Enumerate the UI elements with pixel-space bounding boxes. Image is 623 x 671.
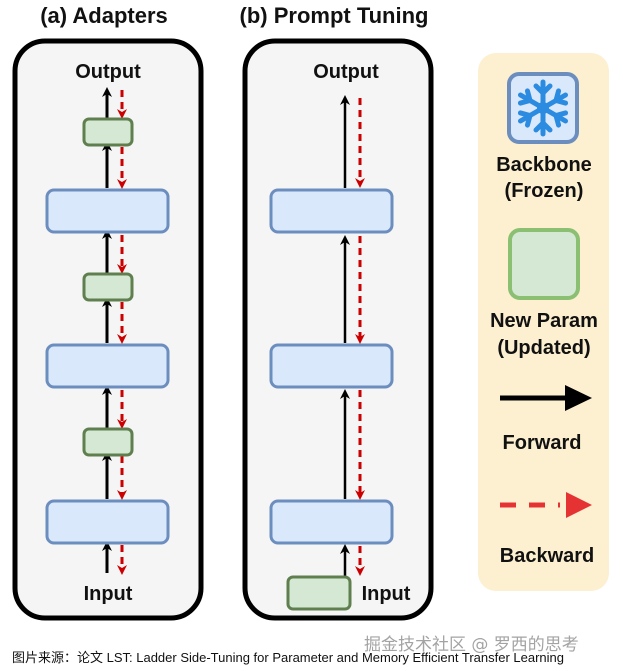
panel-b-frame: [242, 38, 434, 621]
legend-newparam-sublabel: (Updated): [497, 337, 590, 359]
panel-prompt-tuning: Output Input: [242, 38, 434, 621]
backbone-layer: [269, 188, 394, 234]
panel-a-input-label: Input: [84, 583, 133, 605]
backbone-layer: [45, 188, 170, 234]
prompt-param-block: [286, 575, 352, 611]
watermark: 掘金技术社区 @ 罗西的思考: [364, 635, 579, 655]
legend-backbone-sublabel: (Frozen): [505, 180, 584, 202]
panel-a-title: (a) Adapters: [40, 3, 168, 28]
backbone-layer: [269, 499, 394, 545]
panel-a-output-label: Output: [75, 61, 141, 83]
backbone-layer: [45, 499, 170, 545]
snowflake-icon: [517, 79, 569, 134]
legend-newparam-label: New Param: [490, 310, 598, 332]
panel-b-input-label: Input: [362, 583, 411, 605]
adapter-block: [82, 272, 134, 302]
backbone-layer: [269, 343, 394, 389]
legend-backward-label: Backward: [500, 545, 595, 567]
adapter-block: [82, 427, 134, 457]
legend-forward-label: Forward: [503, 432, 582, 454]
panel-b-title: (b) Prompt Tuning: [240, 3, 429, 28]
legend: Backbone (Frozen) New Param (Updated) Fo…: [478, 53, 609, 591]
legend-background: [478, 53, 609, 591]
new-param-swatch: [508, 228, 580, 300]
adapter-block: [82, 117, 134, 147]
legend-backward-arrowhead: [566, 492, 592, 518]
panel-b-output-label: Output: [313, 61, 379, 83]
backbone-layer: [45, 343, 170, 389]
panel-adapters: Output Input: [12, 38, 204, 621]
figure-caption: 图片来源：论文 LST: Ladder Side-Tuning for Para…: [12, 650, 565, 665]
legend-forward-arrowhead: [565, 385, 592, 411]
legend-backbone-label: Backbone: [496, 154, 592, 176]
